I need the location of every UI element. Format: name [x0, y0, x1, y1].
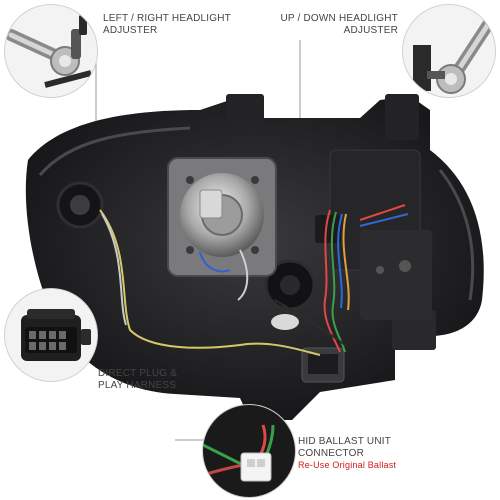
ratchet-wrench-icon: [403, 5, 495, 97]
lr-adjuster-label: LEFT / RIGHT HEADLIGHT ADJUSTER: [103, 13, 231, 37]
harness-line1: DIRECT PLUG &: [98, 368, 178, 379]
harness-plug-icon: [5, 289, 97, 381]
harness-inset: [4, 288, 98, 382]
harness-line2: PLAY HARNESS: [98, 380, 177, 391]
ud-adjuster-line2: ADJUSTER: [343, 25, 398, 36]
lr-adjuster-inset: [4, 4, 98, 98]
lr-adjuster-line1: LEFT / RIGHT HEADLIGHT: [103, 13, 231, 24]
ballast-inset: [202, 404, 296, 498]
ballast-line2: CONNECTOR: [298, 448, 365, 459]
ballast-line1: HID BALLAST UNIT: [298, 436, 392, 447]
ballast-connector-icon: [203, 405, 295, 497]
wiring: [99, 204, 409, 356]
ballast-label: HID BALLAST UNIT CONNECTOR Re-Use Origin…: [298, 436, 396, 471]
lr-adjuster-line2: ADJUSTER: [103, 25, 158, 36]
ballast-note: Re-Use Original Ballast: [298, 460, 397, 470]
harness-label: DIRECT PLUG & PLAY HARNESS: [98, 368, 177, 392]
ud-adjuster-label: UP / DOWN HEADLIGHT ADJUSTER: [280, 13, 398, 37]
ud-adjuster-inset: [402, 4, 496, 98]
housing: [25, 94, 484, 420]
ratchet-wrench-icon: [5, 5, 97, 97]
ud-adjuster-line1: UP / DOWN HEADLIGHT: [280, 13, 398, 24]
